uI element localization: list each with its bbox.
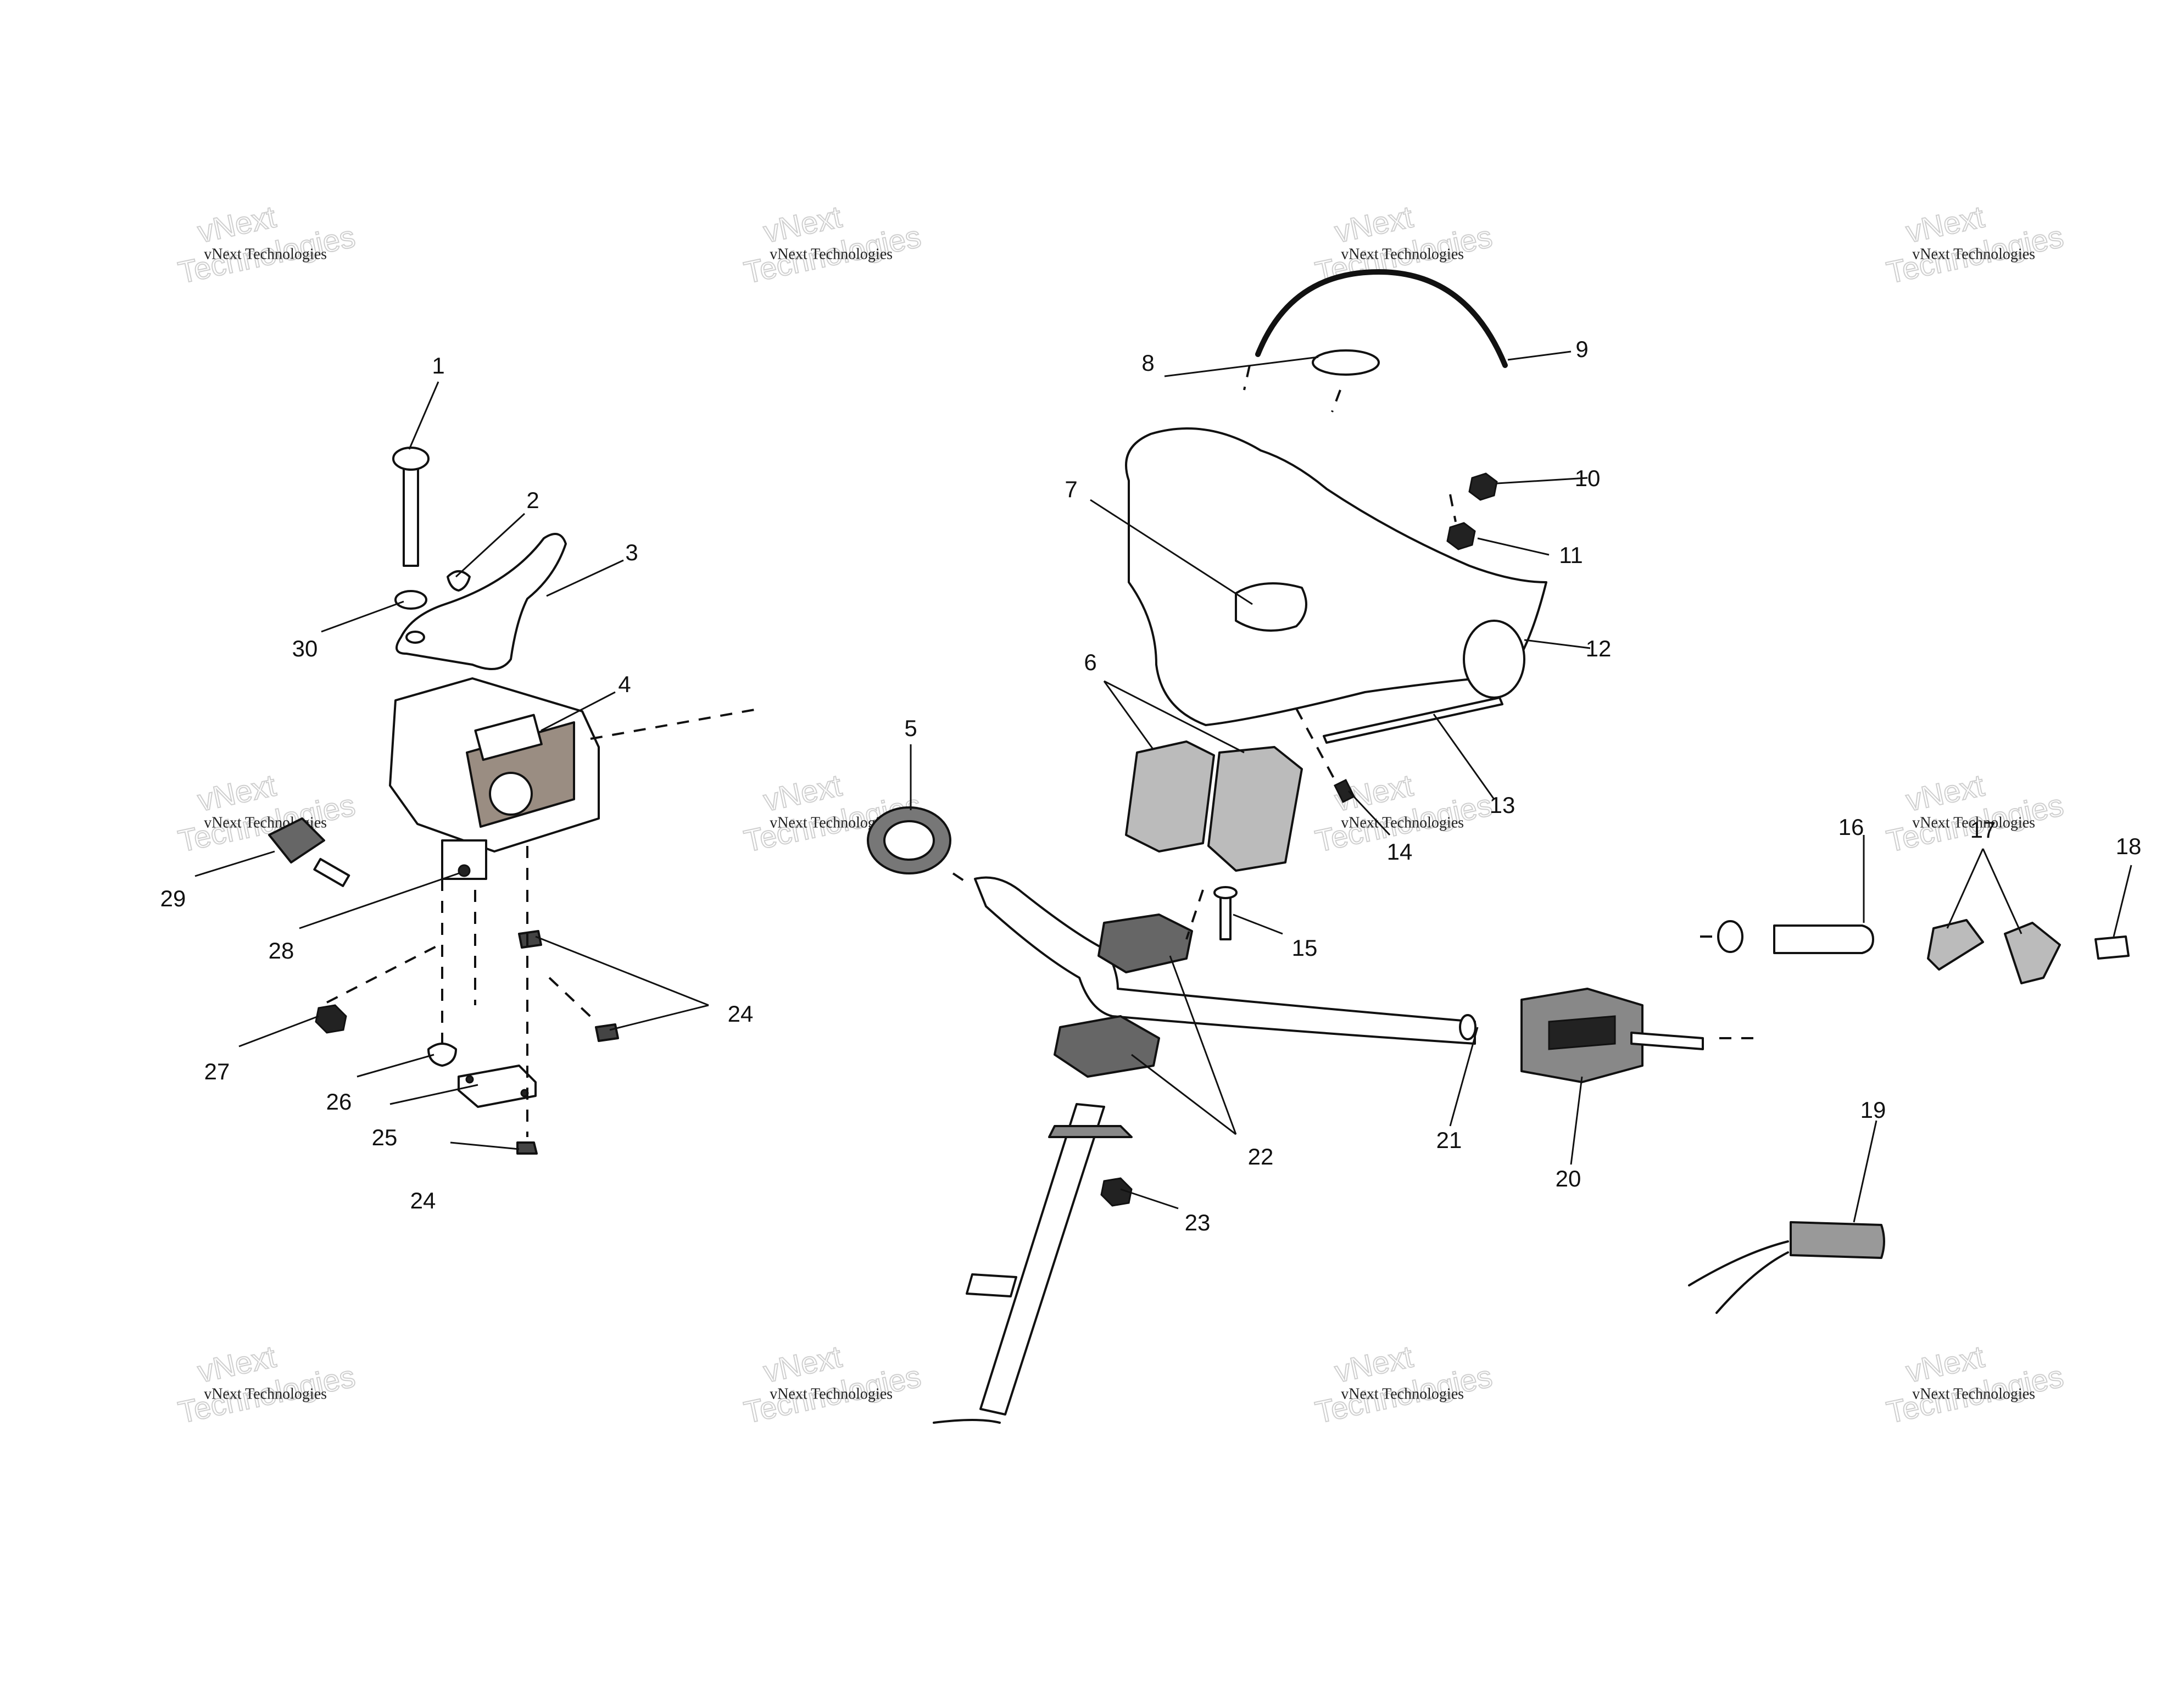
callout-9: 9 [1575, 336, 1588, 362]
assembly-line [326, 944, 440, 1004]
watermark-small: vNext Technologies [204, 246, 327, 263]
callout-11: 11 [1559, 542, 1583, 568]
part-21-handlebar [974, 876, 1477, 1045]
part-15-bolt [1213, 886, 1238, 940]
part-29-knob [268, 817, 350, 887]
callout-2: 2 [526, 487, 539, 513]
part-5-ring [867, 806, 951, 874]
callout-1: 1 [432, 353, 444, 378]
watermark-small: vNext Technologies [1341, 1385, 1464, 1402]
callout-8: 8 [1141, 350, 1154, 376]
assembly-line [548, 977, 597, 1023]
part-1-pin [392, 447, 430, 567]
part-20-switch [1520, 988, 1704, 1083]
part-8-emblem [1312, 349, 1380, 376]
watermark-small: vNext Technologies [770, 1385, 893, 1402]
watermark-small: vNext Technologies [1912, 814, 2035, 831]
callout-20: 20 [1556, 1166, 1581, 1191]
callout-14: 14 [1387, 839, 1413, 865]
part-17-throttle [1927, 919, 2061, 984]
callout-19: 19 [1860, 1097, 1886, 1123]
watermark-small: vNext Technologies [1912, 1385, 2035, 1402]
callout-6: 6 [1084, 649, 1096, 675]
part-22-clamps [1054, 913, 1193, 1078]
leader-lines [194, 350, 2132, 1223]
part-2-clip [447, 570, 471, 592]
part-18-bolt [2094, 935, 2130, 960]
callout-16: 16 [1838, 814, 1864, 840]
callout-10: 10 [1575, 465, 1601, 491]
part-16-grip [1717, 920, 1874, 954]
callout-27: 27 [204, 1059, 230, 1084]
callout-18: 18 [2116, 833, 2142, 859]
callout-12: 12 [1586, 636, 1612, 661]
part-11-nut [1446, 522, 1476, 550]
assembly-line [1295, 708, 1336, 781]
part-30-washer [394, 590, 427, 610]
callout-23: 23 [1185, 1210, 1211, 1235]
part-9-cable [1243, 269, 1508, 391]
callout-22: 22 [1248, 1144, 1274, 1169]
callout-labels: 1 2 3 4 5 6 7 8 9 10 11 12 13 14 15 16 1… [160, 336, 2142, 1235]
assembly-line [952, 872, 971, 885]
callout-5: 5 [904, 715, 917, 741]
watermark-small: vNext Technologies [1341, 814, 1464, 831]
callout-25: 25 [372, 1124, 398, 1150]
callout-29: 29 [160, 885, 186, 911]
steering-post [933, 1103, 1133, 1424]
assembly-line [1331, 389, 1341, 413]
watermark-small: vNext Technologies [1341, 246, 1464, 263]
part-23-nut [1100, 1177, 1133, 1207]
callout-24a: 24 [728, 1001, 754, 1027]
part-28-bracket [441, 839, 487, 880]
watermark-small: vNext Technologies [204, 1385, 327, 1402]
callout-17: 17 [1970, 817, 1996, 843]
callout-13: 13 [1490, 792, 1516, 818]
callout-26: 26 [326, 1089, 352, 1115]
watermark-small: vNext Technologies [1912, 246, 2035, 263]
part-4-housing [389, 677, 600, 853]
callout-24b: 24 [410, 1188, 436, 1213]
callout-15: 15 [1292, 935, 1318, 961]
callout-7: 7 [1065, 476, 1077, 502]
part-10-nut [1468, 472, 1498, 501]
assembly-line [1449, 494, 1457, 522]
watermark-small: vNext Technologies [770, 246, 893, 263]
callout-3: 3 [625, 539, 638, 565]
callout-30: 30 [292, 636, 318, 661]
part-24-screws [516, 930, 619, 1155]
callout-21: 21 [1436, 1127, 1462, 1153]
callout-28: 28 [269, 938, 294, 963]
part-13-trim [1323, 697, 1503, 744]
assembly-line [590, 707, 761, 740]
part-6-clamps [1125, 740, 1303, 872]
part-12-pad [1125, 427, 1547, 726]
part-27-nut [315, 1004, 347, 1034]
part-3-lever [395, 533, 567, 670]
callout-4: 4 [618, 671, 631, 697]
assembly-line [1185, 889, 1204, 940]
part-19-cable [1688, 1221, 1885, 1314]
